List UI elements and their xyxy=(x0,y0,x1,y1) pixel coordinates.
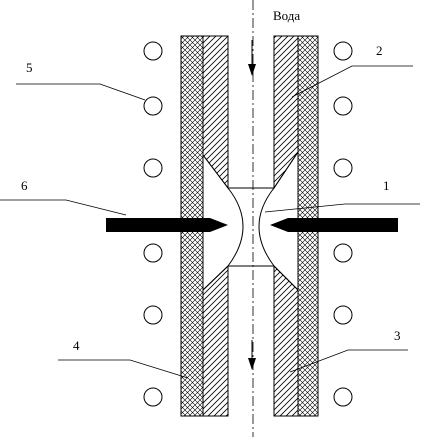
label-6: 6 xyxy=(21,178,28,193)
leader-line-3 xyxy=(289,349,408,373)
lens-right xyxy=(258,187,275,267)
label-5: 5 xyxy=(26,60,33,75)
cone-edge xyxy=(273,265,299,291)
leader-line-1 xyxy=(264,203,420,213)
coil-left xyxy=(143,41,163,407)
electrode-left xyxy=(106,218,228,232)
flow-arrow-top xyxy=(248,40,256,76)
inner-wall-upper-left xyxy=(202,35,229,190)
label-2: 2 xyxy=(376,43,383,58)
lens-left xyxy=(227,187,244,267)
coil-right xyxy=(333,41,353,407)
inner-wall-lower-right xyxy=(273,264,299,417)
flow-arrow-bottom xyxy=(248,340,256,370)
label-1: 1 xyxy=(383,178,390,193)
cone-edge xyxy=(202,154,229,189)
inner-wall-upper-right xyxy=(273,35,299,190)
flow-label: Вода xyxy=(273,8,300,23)
leader-line-5 xyxy=(16,83,146,101)
cone-edge xyxy=(273,151,299,189)
leader-line-6 xyxy=(0,199,127,216)
leader-line-2 xyxy=(291,65,413,98)
label-4: 4 xyxy=(73,338,80,353)
electrode-right xyxy=(270,218,398,232)
cone-edge xyxy=(202,265,229,291)
label-3: 3 xyxy=(394,328,401,343)
leader-line-4 xyxy=(58,359,189,379)
inner-wall-lower-left xyxy=(202,264,229,417)
